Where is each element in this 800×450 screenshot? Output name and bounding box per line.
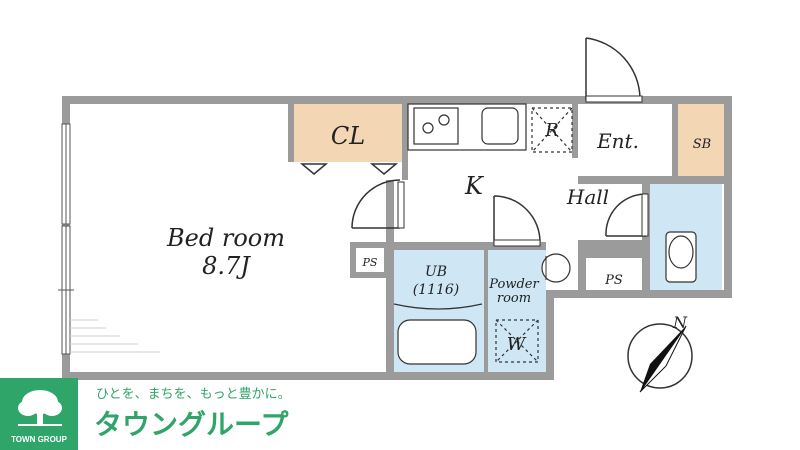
doors — [299, 37, 649, 247]
wall-entrance-bottom — [578, 176, 724, 184]
unit-bath-size: (1116) — [413, 282, 460, 298]
bedroom-size: 8.7J — [202, 252, 251, 280]
left-windows — [58, 123, 74, 355]
unit-bath-label: UB — [425, 264, 447, 280]
compass: N — [627, 313, 693, 393]
wall-shoe-box — [672, 104, 678, 176]
entrance-floor — [578, 104, 678, 176]
wall-hall-bottom — [578, 240, 648, 258]
wall-closet-kitchen — [402, 104, 408, 180]
bathtub-icon — [397, 319, 477, 365]
room-labels: Bed room 8.7J CL K R Ent. SB Hall UB (11… — [166, 120, 711, 355]
hall-label: Hall — [566, 185, 609, 209]
shoe-box-label: SB — [693, 137, 711, 152]
wall-toilet-left — [642, 184, 650, 290]
powder-room-label-line1: Powder — [488, 277, 539, 292]
closet-label: CL — [331, 122, 365, 150]
closet-floor — [294, 104, 402, 162]
wall-kitchen-entrance — [572, 104, 578, 158]
sink-icon — [481, 107, 519, 145]
entrance-label: Ent. — [596, 129, 639, 153]
pipe-space-left-label: PS — [362, 256, 378, 269]
powder-room-floor — [488, 250, 546, 372]
wall-bedroom-right — [386, 180, 394, 380]
wall-right — [724, 96, 732, 298]
wall-closet-left — [288, 104, 294, 162]
wall-ps-left — [578, 250, 586, 298]
wall-bottom-right — [546, 290, 732, 298]
brand-tagline: ひとを、まちを、もっと豊かに。 — [96, 387, 291, 402]
shoe-box-floor — [678, 104, 724, 176]
pipe-space-right-label: PS — [604, 273, 623, 288]
compass-north-label: N — [672, 313, 688, 332]
room-fills — [70, 104, 724, 372]
bedroom-name: Bed room — [166, 224, 285, 252]
refrigerator-box — [531, 107, 573, 153]
floor-step-lines — [70, 319, 160, 353]
stove-icon — [413, 107, 459, 145]
wall-top — [62, 96, 732, 104]
powder-room-label-line2: room — [497, 291, 531, 306]
tree-logo-icon — [18, 390, 62, 426]
washer-label: W — [507, 334, 527, 355]
kitchen-label: K — [464, 172, 485, 200]
pipe-space-right-floor — [586, 258, 646, 290]
pipe-space-left-floor — [356, 248, 384, 272]
washbasin-icon — [541, 253, 571, 283]
brand-footer: TOWN GROUP ひとを、まちを、もっと豊かに。 タウングループ — [0, 378, 291, 450]
entrance-door-arc — [585, 37, 641, 99]
brand-name-jp: タウングループ — [94, 408, 289, 441]
wall-bottom — [62, 372, 552, 380]
fixtures — [393, 103, 697, 365]
brand-name-en: TOWN GROUP — [11, 435, 68, 444]
wall-bath-right — [546, 290, 554, 380]
refrigerator-label: R — [544, 120, 559, 141]
wall-bath-powder — [484, 250, 488, 372]
wall-bath-top — [350, 242, 546, 250]
washer-box — [495, 319, 539, 363]
hall-floor — [540, 176, 646, 240]
